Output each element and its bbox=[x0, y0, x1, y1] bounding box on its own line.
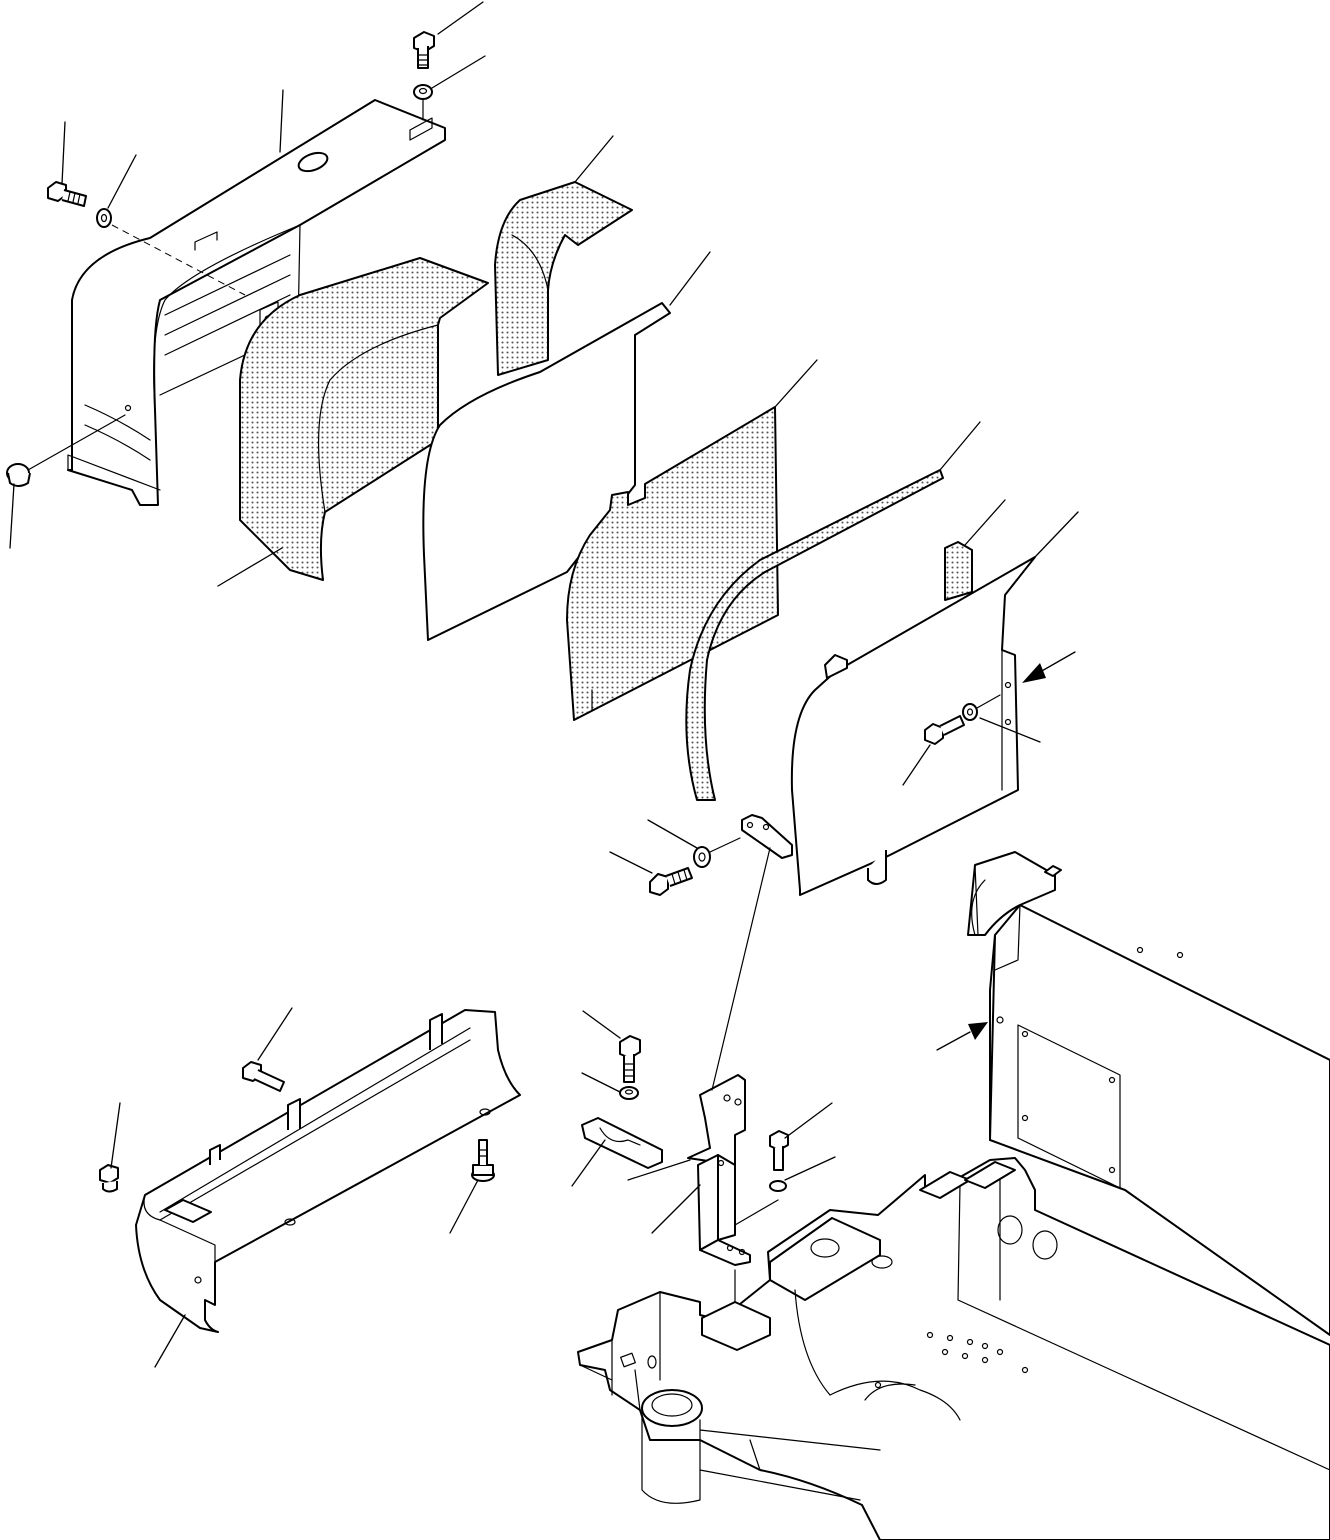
washer-icon bbox=[769, 1180, 787, 1192]
lower-cover bbox=[135, 1009, 521, 1333]
bolt-icon bbox=[47, 181, 87, 207]
bolt-icon bbox=[924, 715, 965, 745]
arrow-indicator bbox=[936, 1022, 988, 1051]
bolt-icon bbox=[471, 1139, 495, 1182]
side-plate bbox=[422, 302, 671, 641]
washer-icon bbox=[619, 1086, 639, 1100]
machine-frame bbox=[577, 851, 1330, 1540]
grommet-icon bbox=[99, 1164, 119, 1193]
mounting-bracket bbox=[741, 814, 793, 859]
bolt-icon bbox=[619, 1035, 641, 1083]
inner-panel bbox=[790, 541, 1036, 896]
callout-leaders bbox=[9, 1, 1079, 1368]
upper-cover-gasket bbox=[239, 257, 489, 581]
clamp-plate bbox=[581, 1117, 663, 1169]
washer-icon bbox=[962, 703, 978, 721]
side-plate-gasket bbox=[566, 406, 779, 721]
bolt-icon bbox=[413, 31, 435, 69]
bolt-icon bbox=[649, 867, 693, 896]
support-stay bbox=[687, 1074, 751, 1266]
upper-cover bbox=[67, 99, 446, 506]
washer-icon bbox=[693, 846, 711, 868]
bolt-icon bbox=[769, 1130, 789, 1171]
plug-icon bbox=[6, 463, 31, 487]
edge-seal-strip bbox=[685, 469, 944, 801]
alignment-dashline bbox=[111, 224, 246, 296]
washer-icon bbox=[413, 84, 433, 100]
arrow-indicator bbox=[1022, 651, 1076, 683]
upper-small-gasket bbox=[494, 181, 633, 376]
washer-icon bbox=[96, 208, 112, 228]
bolt-icon bbox=[242, 1061, 285, 1092]
